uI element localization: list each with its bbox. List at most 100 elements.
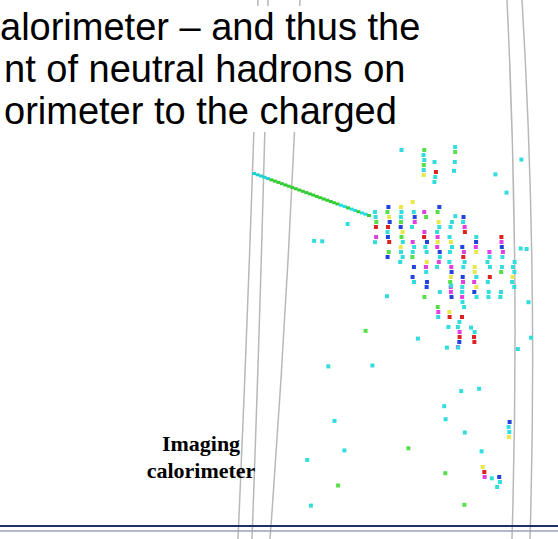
hit-cell [400,148,404,152]
hit-cell [460,295,464,299]
hit-cell [386,235,390,239]
hit-cell [343,205,347,208]
hit-cell [469,326,473,330]
hit-cell [422,148,426,152]
calorimeter-hits [252,145,533,508]
hit-cell [386,225,390,229]
hit-cell [462,215,466,219]
hit-cell [458,335,462,339]
hit-cell [447,260,451,264]
hit-cell [500,240,504,244]
figure-label: Imaging calorimeter [136,430,266,484]
hit-cell [460,315,464,319]
hit-cell [449,240,453,244]
hit-cell [252,172,256,175]
slide-text: orimeter to the charged [4,90,397,132]
hit-cell [311,194,315,197]
hit-cell [322,198,326,201]
hit-cell [450,295,454,299]
hit-cell [486,280,490,284]
hit-cell [501,250,505,254]
hit-cell [425,250,429,254]
hit-cell [422,168,426,172]
hit-cell [442,404,446,408]
hit-cell [462,503,466,507]
hit-cell [412,210,416,214]
hit-cell [386,230,390,234]
hit-cell [364,213,368,216]
hit-cell [422,295,426,299]
hit-cell [436,235,440,239]
hit-cell [367,214,371,217]
hit-cell [449,290,453,294]
hit-cell [463,431,467,435]
hit-cell [519,158,523,162]
hit-cell [457,320,461,324]
hit-cell [329,200,333,203]
hit-cell [412,265,416,269]
hit-cell [385,210,389,214]
hit-cell [388,220,392,224]
hit-cell [480,449,484,453]
hit-cell [449,225,453,229]
hit-cell [529,336,533,340]
hit-cell [373,210,377,214]
hit-cell [386,255,390,259]
hit-cell [461,255,465,259]
hit-cell [474,285,478,289]
hit-cell [472,335,476,339]
hit-cell [315,195,319,198]
hit-cell [318,196,322,199]
hit-cell [401,240,405,244]
hit-cell [422,158,426,162]
hit-cell [385,294,389,298]
hit-cell [462,250,466,254]
hit-cell [448,280,452,284]
hit-cell [507,430,511,434]
hit-cell [450,220,454,224]
hit-cell [413,220,417,224]
hit-cell [486,260,490,264]
hit-cell [401,255,405,259]
hit-cell [360,212,364,215]
hit-cell [437,225,441,229]
hit-cell [474,245,478,249]
hit-cell [424,215,428,219]
hit-cell [399,205,403,209]
hit-cell [461,300,465,304]
hit-cell [497,475,501,479]
hit-cell [473,270,477,274]
hit-cell [487,250,491,254]
hit-cell [510,280,514,284]
hit-cell [475,295,479,299]
hit-cell [453,214,457,218]
hit-cell [463,260,467,264]
hit-cell [273,180,277,183]
hit-cell [399,250,403,254]
hit-cell [436,210,440,214]
hit-cell [386,205,390,209]
hit-cell [406,446,410,450]
hit-cell [500,265,504,269]
hit-cell [411,275,415,279]
hit-cell [336,484,340,488]
hit-cell [507,425,511,429]
hit-cell [473,265,477,269]
hit-cell [513,260,517,264]
hit-cell [305,458,309,462]
hit-cell [459,389,463,393]
hit-cell [512,270,516,274]
hit-cell [435,245,439,249]
hit-cell [297,189,301,192]
hit-cell [374,220,378,224]
hit-cell [422,153,426,157]
hit-cell [438,255,442,259]
hit-cell [387,250,391,254]
hit-cell [463,230,467,234]
hit-cell [435,265,439,269]
hit-cell [374,215,378,219]
hit-cell [435,230,439,234]
hit-cell [445,346,449,350]
hit-cell [461,265,465,269]
hit-cell [456,345,460,349]
